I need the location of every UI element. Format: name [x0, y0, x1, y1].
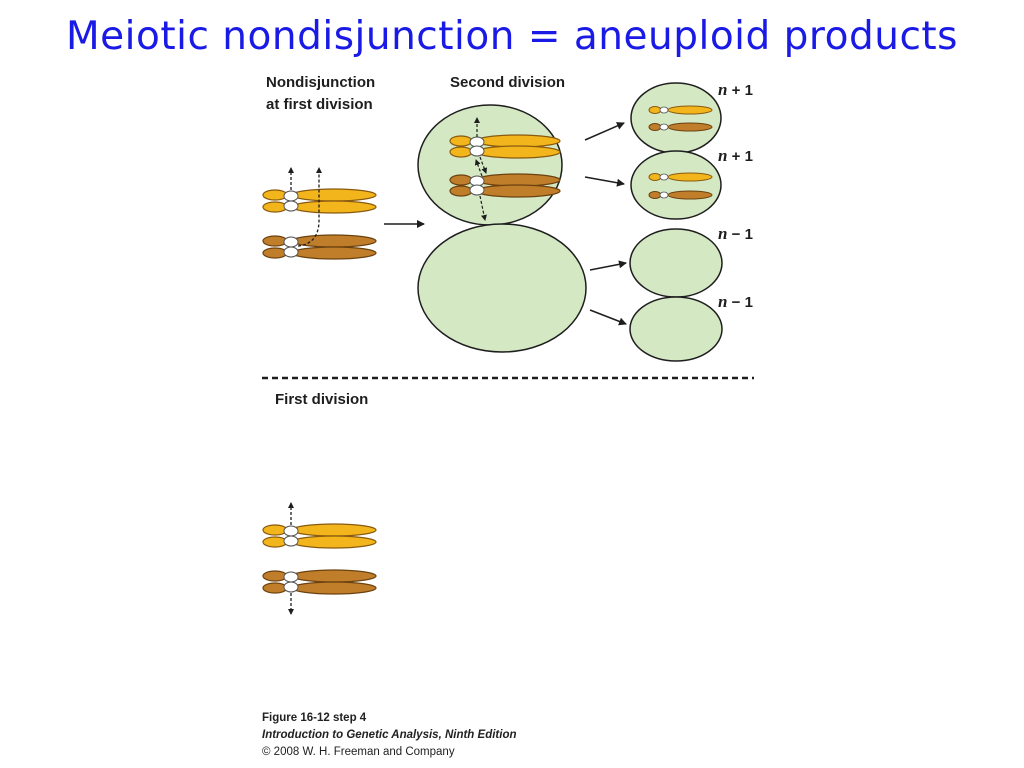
- arrow-to-product-2: [584, 176, 625, 187]
- product-label-num: 1: [744, 82, 753, 99]
- product-label-sign: −: [731, 226, 741, 243]
- product-label-4: n − 1: [718, 292, 753, 312]
- chromosome-yellow: [262, 523, 377, 549]
- product-label-n: n: [718, 80, 728, 99]
- chromatid-brown: [648, 190, 713, 200]
- spindle-arrow: [479, 195, 487, 221]
- arrow-to-product-1: [584, 122, 625, 141]
- chromosome-brown: [262, 569, 377, 595]
- second-division-cell-bottom: [417, 223, 587, 353]
- product-label-sign: +: [731, 82, 741, 99]
- nondisjunction-label-line2: at first division: [266, 96, 373, 113]
- product-cell-2: [630, 150, 722, 220]
- product-label-1: n + 1: [718, 80, 753, 100]
- spindle-arrow: [474, 159, 483, 177]
- product-cell-4: [629, 296, 723, 362]
- product-label-2: n + 1: [718, 146, 753, 166]
- product-label-3: n − 1: [718, 224, 753, 244]
- spindle-arrow: [479, 156, 488, 174]
- product-label-num: 1: [744, 294, 753, 311]
- chromosome-brown: [449, 173, 561, 198]
- caption-figure: Figure 16-12 step 4: [262, 712, 367, 724]
- product-label-n: n: [718, 224, 728, 243]
- spindle-arrow: [297, 167, 322, 247]
- nondisjunction-label: Nondisjunction at first division: [266, 72, 375, 116]
- chromosome-pair-nondisjunction: [262, 167, 377, 260]
- second-division-label: Second division: [450, 74, 566, 91]
- chromatid-brown: [648, 122, 713, 132]
- arrow-to-product-3: [589, 260, 627, 271]
- caption-copyright: © 2008 W. H. Freeman and Company: [262, 746, 455, 758]
- chromosome-brown: [262, 234, 377, 260]
- chromatid-yellow: [648, 105, 713, 115]
- chromosome-pair-normal: [262, 502, 377, 615]
- chromatid-yellow: [648, 172, 713, 182]
- product-cell-3: [629, 228, 723, 298]
- arrow-to-product-4: [589, 309, 627, 326]
- product-label-num: 1: [744, 226, 753, 243]
- figure-caption: Figure 16-12 step 4 Introduction to Gene…: [262, 710, 517, 761]
- product-cell-1: [630, 82, 722, 154]
- product-label-n: n: [718, 292, 728, 311]
- caption-book: Introduction to Genetic Analysis, Ninth …: [262, 729, 517, 741]
- slide-title: Meiotic nondisjunction = aneuploid produ…: [66, 14, 958, 59]
- second-division-cell-top: [417, 104, 563, 226]
- first-division-label: First division: [275, 391, 369, 408]
- chromosome-yellow: [449, 134, 561, 159]
- product-label-num: 1: [744, 148, 753, 165]
- chromosome-yellow: [262, 188, 377, 214]
- product-label-sign: −: [731, 294, 741, 311]
- product-label-sign: +: [731, 148, 741, 165]
- product-label-n: n: [718, 146, 728, 165]
- nondisjunction-label-line1: Nondisjunction: [266, 74, 376, 91]
